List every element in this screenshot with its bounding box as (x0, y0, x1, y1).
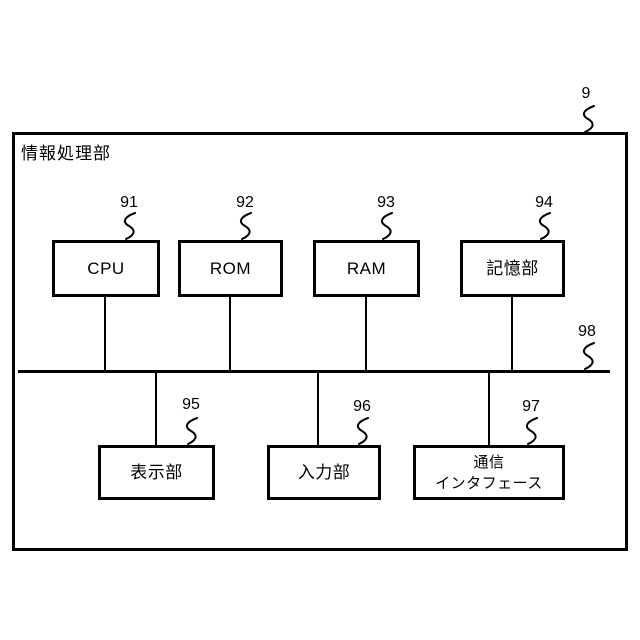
ref-label-91: 91 (120, 194, 138, 211)
communication-interface-label: 通信 インタフェース (435, 453, 543, 492)
connector-cpu-bus (104, 296, 106, 372)
ref-label-93: 93 (377, 194, 395, 211)
connector-bus-comm-interface (488, 371, 490, 446)
connector-rom-bus (229, 296, 231, 372)
ref-label-94: 94 (535, 194, 553, 211)
ref-label-98: 98 (578, 323, 596, 340)
ref-leader-squiggle-97 (525, 417, 538, 445)
information-processing-unit-box (12, 132, 628, 551)
ref-leader-squiggle-96 (356, 417, 369, 445)
ref-label-96: 96 (353, 398, 371, 415)
information-processing-unit-label: 情報処理部 (21, 144, 111, 163)
connector-storage-bus (511, 296, 513, 372)
ref-label-9: 9 (581, 85, 591, 102)
ref-leader-squiggle-98 (582, 342, 595, 370)
rom-box: ROM (178, 240, 283, 297)
ref-leader-squiggle-95 (185, 417, 198, 445)
rom-label: ROM (209, 259, 252, 278)
cpu-box: CPU (52, 240, 160, 297)
ref-leader-squiggle-92 (239, 212, 252, 240)
display-unit-label: 表示部 (130, 463, 183, 482)
communication-interface-box: 通信 インタフェース (413, 445, 565, 500)
input-unit-label: 入力部 (297, 463, 351, 482)
storage-unit-label: 記憶部 (486, 259, 539, 278)
bus-line (18, 370, 610, 373)
ref-leader-squiggle-93 (380, 212, 393, 240)
ref-leader-squiggle-94 (538, 212, 551, 240)
display-unit-box: 表示部 (98, 445, 215, 500)
ref-label-92: 92 (236, 194, 254, 211)
connector-ram-bus (365, 296, 367, 372)
ref-leader-squiggle-9 (582, 105, 595, 133)
cpu-label: CPU (87, 259, 125, 278)
connector-bus-input (317, 371, 319, 446)
input-unit-box: 入力部 (267, 445, 381, 500)
ref-label-95: 95 (182, 396, 200, 413)
connector-bus-display (155, 371, 157, 446)
ref-label-97: 97 (522, 398, 540, 415)
ram-label: RAM (346, 259, 387, 278)
ram-box: RAM (313, 240, 420, 297)
storage-unit-box: 記憶部 (460, 240, 565, 297)
ref-leader-squiggle-91 (123, 212, 136, 240)
